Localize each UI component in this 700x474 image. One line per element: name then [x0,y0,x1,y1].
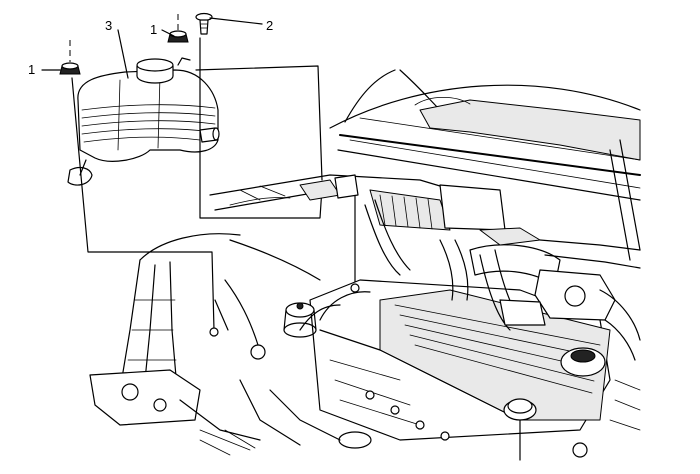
strut-mount [209,283,360,338]
left-fender-structure [89,233,321,451]
coolant-surge-tank [67,57,220,186]
callout-3: 3 [105,18,112,33]
fastener-nut-top [167,30,189,43]
lower-frame [199,379,341,456]
hood-and-cowl [329,69,641,261]
right-side-components [439,227,641,431]
fastener-push-pin [195,12,213,35]
fastener-nut-left [59,62,81,75]
firewall-wiring [209,174,506,276]
callout-leaders [41,17,263,79]
callout-2: 2 [266,18,273,33]
fastener-axis-lines [69,14,179,62]
callout-1-top: 1 [150,22,157,37]
callout-1-left: 1 [28,62,35,77]
